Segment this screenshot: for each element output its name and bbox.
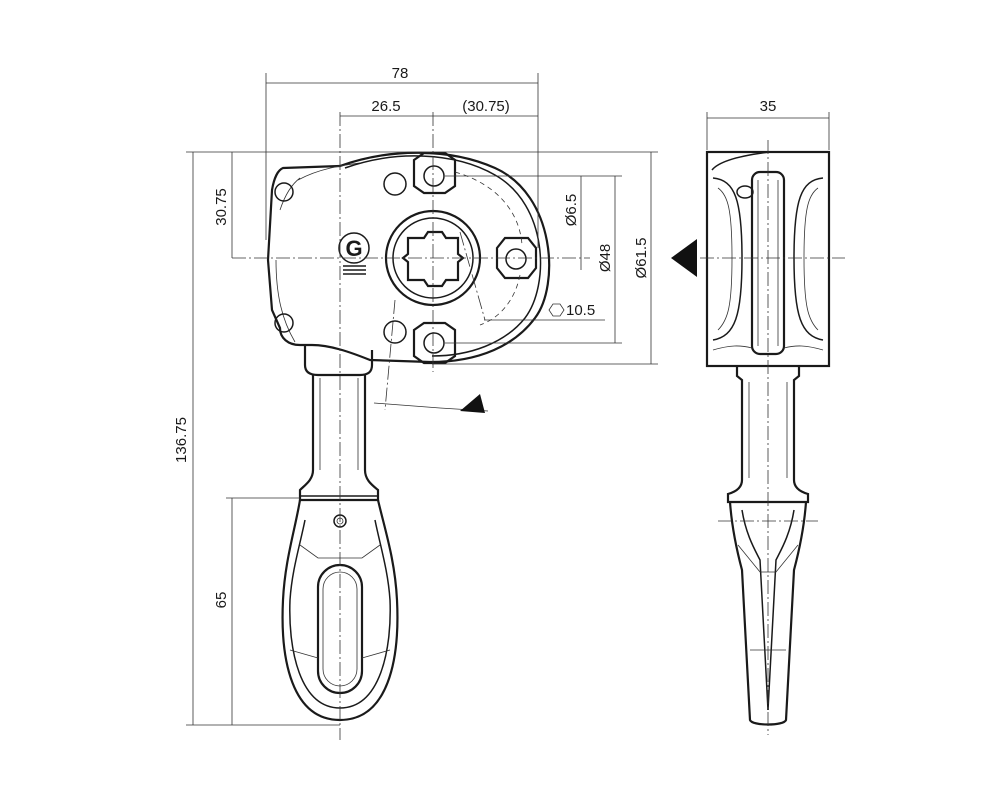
body-boss-top xyxy=(383,172,407,196)
housing-outline xyxy=(266,151,551,364)
side-profile-left xyxy=(712,177,743,341)
bottom-hex-nut xyxy=(412,321,457,365)
logo-letter: G xyxy=(345,236,362,261)
side-view: 35 xyxy=(671,98,845,735)
dim-hex-size: 10.5 xyxy=(566,302,595,319)
top-hex-nut xyxy=(412,151,457,195)
mount-hole-bottom xyxy=(274,313,294,333)
dim-outer-diameter: Ø61.5 xyxy=(633,238,650,279)
mount-hole-top xyxy=(274,182,294,202)
section-arrow-icon xyxy=(460,394,485,413)
dim-78: 78 xyxy=(392,65,409,82)
dimensions-front: 78 26.5 (30.75) 30.75 136.75 65 Ø6.5 Ø48… xyxy=(173,65,658,726)
dim-136-75: 136.75 xyxy=(173,417,190,463)
handle-shaft xyxy=(298,375,380,502)
dim-30-75-paren: (30.75) xyxy=(462,98,510,115)
housing-inner-outline xyxy=(275,162,361,343)
dim-bolt-circle: Ø48 xyxy=(597,244,614,272)
dim-30-75-vertical: 30.75 xyxy=(213,188,230,226)
dim-26-5: 26.5 xyxy=(371,98,400,115)
brand-logo: G xyxy=(338,232,370,275)
front-view: G xyxy=(232,112,590,740)
dim-35: 35 xyxy=(760,98,777,115)
handle-collar xyxy=(303,345,374,377)
dim-hole-diameter: Ø6.5 xyxy=(563,194,580,227)
housing-rim xyxy=(344,155,542,357)
hexagon-icon xyxy=(548,303,565,317)
body-boss-bottom xyxy=(383,320,407,344)
view-arrow-icon xyxy=(671,239,697,277)
right-hex-nut xyxy=(495,236,538,280)
dim-65: 65 xyxy=(213,592,230,609)
bolt-circle-arc xyxy=(454,171,523,326)
square-drive xyxy=(401,230,465,288)
